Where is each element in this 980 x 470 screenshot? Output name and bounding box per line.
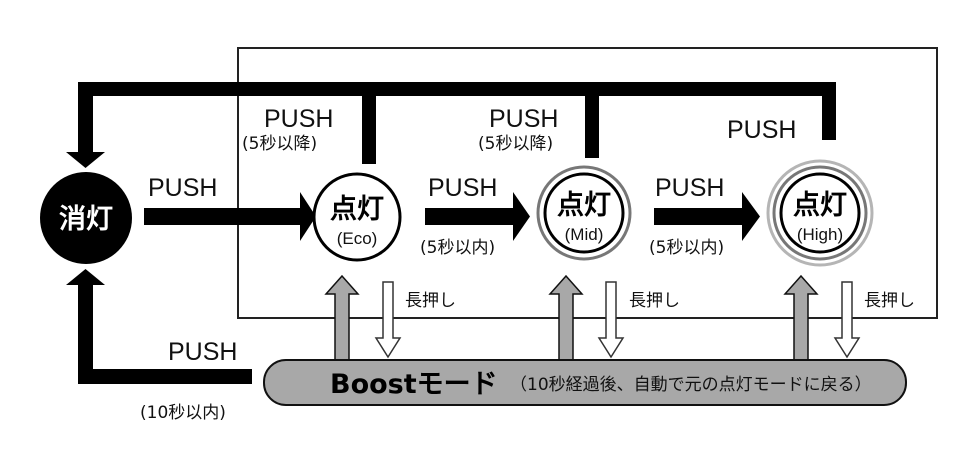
label-off-to-eco: PUSH <box>148 174 217 202</box>
cond-mid-to-high: (5秒以内) <box>649 238 724 258</box>
node-off: 消灯 <box>40 172 132 264</box>
cond-boost-to-off: (10秒以内) <box>140 403 226 423</box>
arrow-eco-to-mid <box>425 192 530 241</box>
arrow-down-eco <box>374 281 402 359</box>
node-eco: 点灯 (Eco) <box>312 172 402 262</box>
node-off-label: 消灯 <box>59 204 113 235</box>
cond-mid-to-off: (5秒以降) <box>478 134 553 154</box>
arrow-mid-to-high <box>654 192 760 241</box>
label-eco-to-mid: PUSH <box>428 174 497 202</box>
arrow-down-mid <box>597 281 625 359</box>
node-mid: 点灯 (Mid) <box>536 165 632 261</box>
node-high-mode: (High) <box>797 225 843 244</box>
cond-eco-to-mid: (5秒以内) <box>420 238 495 258</box>
label-long-press-high: 長押し <box>864 291 915 311</box>
label-long-press-mid: 長押し <box>629 291 680 311</box>
node-high-label: 点灯 <box>793 190 847 221</box>
lit-modes-frame <box>237 47 938 319</box>
label-long-press-eco: 長押し <box>405 291 456 311</box>
boost-note: （10秒経過後、自動で元の点灯モードに戻る） <box>510 375 872 395</box>
arrow-head-down <box>66 152 105 168</box>
label-mid-to-off: PUSH <box>489 105 558 133</box>
boost-mode-bar: Boostモード （10秒経過後、自動で元の点灯モードに戻る） <box>263 359 907 406</box>
arrow-down-high <box>833 281 861 359</box>
node-mid-label: 点灯 <box>557 190 611 221</box>
node-mid-mode: (Mid) <box>565 225 604 244</box>
node-eco-label: 点灯 <box>330 194 384 225</box>
node-high: 点灯 (High) <box>766 159 874 267</box>
label-mid-to-high: PUSH <box>655 174 724 202</box>
boost-title: Boostモード <box>330 369 498 400</box>
boost-to-off-connector <box>66 269 252 384</box>
cond-eco-to-off: (5秒以降) <box>242 134 317 154</box>
return-to-off-connector <box>66 82 836 168</box>
arrow-off-to-eco <box>144 192 316 241</box>
node-eco-mode: (Eco) <box>337 229 378 248</box>
label-high-to-off: PUSH <box>727 116 796 144</box>
long-press-arrows <box>374 281 861 359</box>
label-eco-to-off: PUSH <box>264 105 333 133</box>
label-boost-to-off: PUSH <box>168 338 237 366</box>
